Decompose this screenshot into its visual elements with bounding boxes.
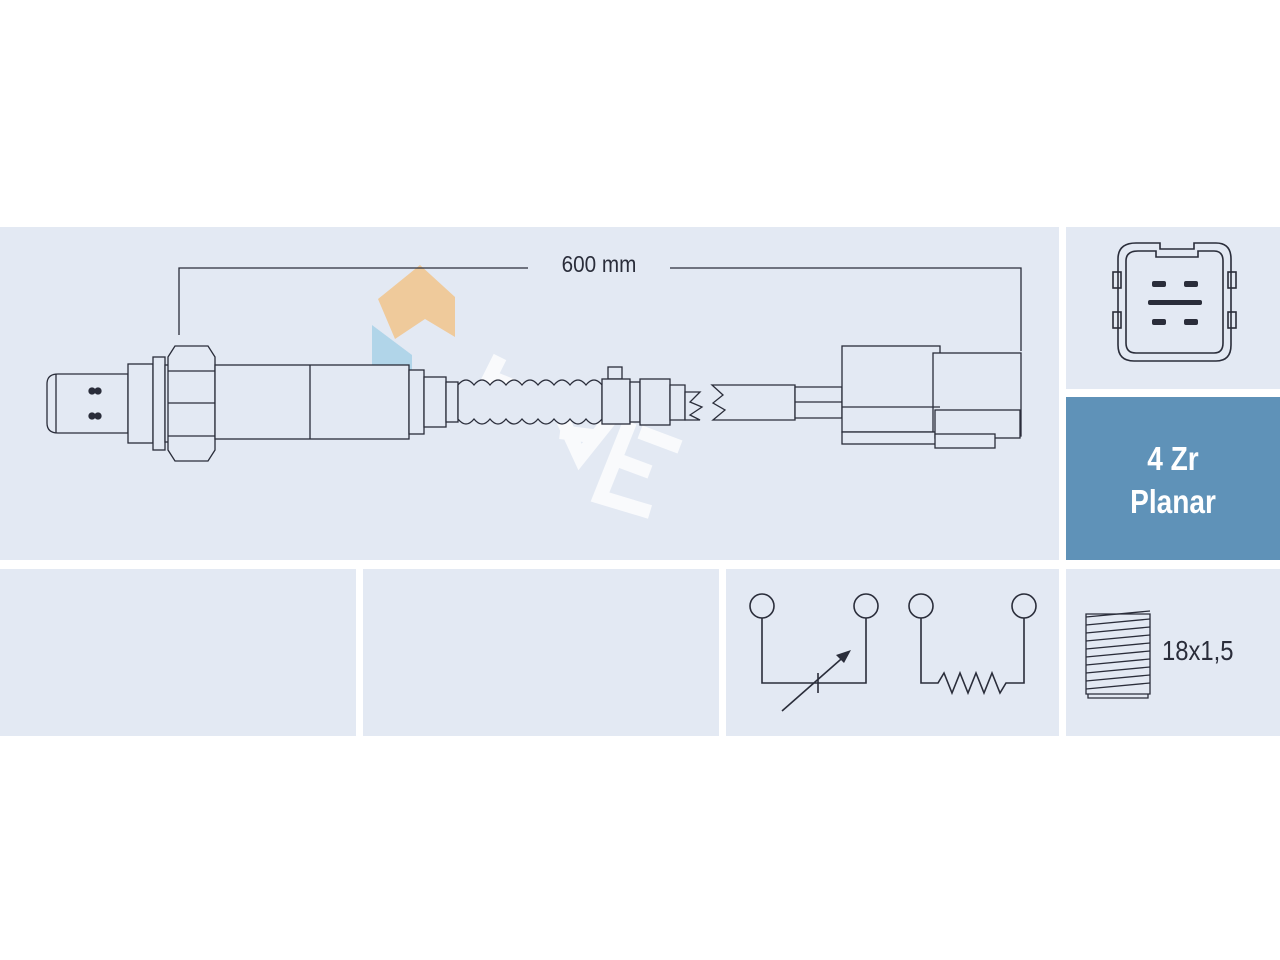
wiring-schematic-panel <box>726 569 1059 736</box>
cable-length-label: 600 mm <box>561 251 637 277</box>
thread-spec-panel: 18x1,5 <box>1066 569 1280 736</box>
oxygen-sensor-drawing <box>46 265 1022 519</box>
sensor-type-line2: Planar <box>1130 483 1216 520</box>
sensor-drawing-panel: 600 mm <box>0 227 1059 560</box>
sensor-type-line1: 4 Zr <box>1147 440 1199 477</box>
empty-panel-2 <box>363 569 719 736</box>
connector-face-icon <box>1112 242 1237 362</box>
thread-spec-label: 18x1,5 <box>1162 635 1234 666</box>
sensor-type-panel: 4 Zr Planar <box>1066 397 1280 560</box>
empty-panel-1 <box>0 569 356 736</box>
dimension-line <box>178 267 1022 351</box>
connector-panel <box>1066 227 1280 389</box>
thread-icon <box>1085 610 1151 699</box>
wiring-schematic-icon <box>749 593 1037 712</box>
